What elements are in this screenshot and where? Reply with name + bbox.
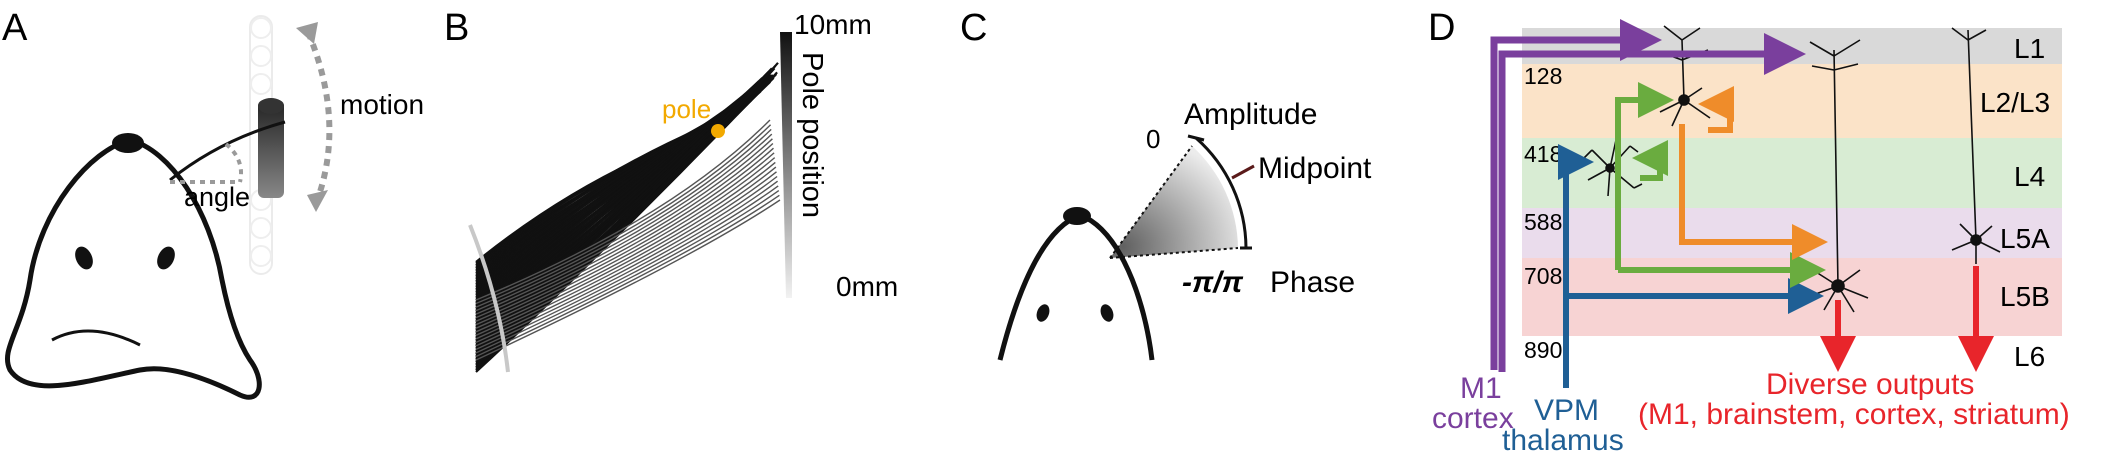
whisker-trace (475, 152, 775, 326)
panel-d-circuit-diagram: D L1 L2/L3 L4 L5A L5B L6 128 418 588 708… (1428, 7, 2070, 457)
depth-label: 418 (1524, 141, 1562, 167)
mouse-head-icon (4, 137, 262, 400)
whisker-trace (475, 142, 774, 319)
amplitude-arc (1195, 136, 1248, 249)
whisker-trace (475, 77, 764, 345)
pole-icon (258, 98, 284, 198)
depth-label: 588 (1524, 209, 1562, 235)
whisker-trace (475, 124, 772, 305)
l4-projection-arrow (1615, 82, 1826, 288)
vpm-projection-arrow (1558, 144, 1824, 388)
whisker-trace (475, 161, 776, 333)
pole-position-colorbar (780, 32, 792, 298)
whisker-trace (475, 180, 779, 347)
layer-label-l5b: L5B (2000, 281, 2050, 312)
layer-label-l4: L4 (2014, 161, 2045, 192)
zero-label: 0 (1146, 124, 1160, 154)
eye-right-icon (157, 246, 175, 270)
eye-left-icon (1036, 304, 1050, 322)
eye-right-icon (1100, 304, 1114, 322)
midpoint-tick (1231, 164, 1255, 180)
output-arrows (1820, 266, 1994, 372)
outputs-sublabel: (M1, brainstem, cortex, striatum) (1638, 398, 2070, 431)
colorbar-bottom-label: 0mm (836, 271, 898, 302)
layer-label-l23: L2/L3 (1980, 87, 2050, 118)
panel-c-illustration: C Amplitude 0 Midpoint -π/π Phase (960, 7, 1372, 361)
follicle-arc (468, 224, 510, 373)
neuron-l5b-pyramidal (1809, 39, 1869, 313)
vpm-label: VPM (1534, 394, 1599, 427)
whisker-trace (475, 166, 777, 336)
whisker-trace (475, 147, 774, 322)
depth-label: 128 (1524, 63, 1562, 89)
layer-band-l4 (1522, 138, 2062, 208)
panel-a-letter: A (2, 7, 28, 49)
panel-b-letter: B (444, 7, 469, 49)
eye-left-icon (75, 246, 93, 270)
m1-projection-arrow (1490, 19, 1806, 372)
whisker-trace (475, 199, 781, 361)
depth-label: 890 (1524, 337, 1562, 363)
whisker-line (169, 120, 286, 182)
phase-label: Phase (1270, 266, 1355, 299)
whisker-trace (475, 133, 773, 312)
amplitude-label: Amplitude (1184, 98, 1317, 131)
phase-symbol: -π/π (1182, 266, 1244, 299)
whisker-trace (475, 185, 779, 351)
whisker-trace (475, 194, 780, 358)
whisker-trace (475, 157, 776, 329)
whisker-trace (475, 138, 773, 315)
midpoint-label: Midpoint (1258, 152, 1372, 185)
neuron-l5a-pyramidal (1951, 27, 2001, 264)
panel-c: C Amplitude 0 Midpoint -π/π Phase (960, 0, 1400, 464)
whisking-fan (1110, 146, 1238, 258)
nose-icon (112, 133, 144, 153)
m1-sublabel: cortex (1432, 402, 1514, 435)
motion-arrow (305, 30, 333, 199)
outputs-label: Diverse outputs (1766, 368, 1974, 401)
whisker-trace (475, 175, 778, 344)
vpm-sublabel: thalamus (1502, 424, 1624, 457)
l23-projection-arrow (1679, 86, 1828, 260)
panel-b: B pole 10mm 0mm Pole position (440, 0, 940, 464)
whisker-trace (475, 119, 771, 301)
panel-a-illustration: A motion angle (2, 7, 424, 400)
motion-label: motion (340, 89, 424, 120)
nose-icon (1063, 207, 1091, 225)
colorbar-top-label: 10mm (794, 9, 872, 40)
pole-marker (711, 124, 725, 138)
layer-label-l1: L1 (2014, 33, 2045, 64)
whisker-trace (475, 128, 772, 308)
layer-label-l6: L6 (2014, 341, 2045, 372)
m1-label: M1 (1460, 372, 1502, 405)
depth-label: 708 (1524, 263, 1562, 289)
angle-label: angle (184, 182, 250, 212)
panel-d: D L1 L2/L3 L4 L5A L5B L6 128 418 588 708… (1420, 0, 2120, 464)
colorbar-title: Pole position (796, 52, 828, 218)
layer-label-l5a: L5A (2000, 223, 2050, 254)
whisker-trace (475, 190, 780, 354)
panel-c-letter: C (960, 7, 987, 49)
panel-d-letter: D (1428, 7, 1455, 49)
whisker-trace (475, 171, 777, 340)
panel-a: A motion angle (0, 0, 460, 464)
pole-label: pole (662, 94, 711, 124)
panel-b-whisker-traces: B pole 10mm 0mm Pole position (444, 7, 898, 373)
layer-band-l5a (1522, 208, 2062, 258)
whisker-trace-bundle (475, 62, 781, 373)
